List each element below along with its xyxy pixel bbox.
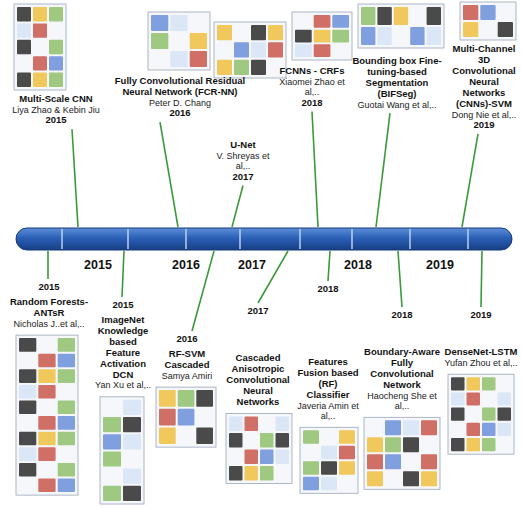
- timeline-entry: 2019DenseNet-LSTMYufan Zhou et al,..: [444, 310, 518, 368]
- author-name: Haocheng She et al,..: [362, 391, 442, 412]
- leader-line: [328, 251, 330, 281]
- leader-line: [481, 251, 482, 307]
- author-name: Yan Xu et al,..: [94, 380, 152, 390]
- timeline-entry: U-NetV. Shreyas et al,..2017: [212, 140, 274, 183]
- axis-year: 2019: [420, 258, 460, 272]
- method-thumbnail: [292, 12, 352, 60]
- method-name: Multi-Channel 3D Convolutional Neural Ne…: [448, 44, 520, 110]
- year-label: 2015: [6, 282, 92, 293]
- method-thumbnail: [156, 387, 216, 447]
- method-name: Fully Convolutional Residual Neural Netw…: [110, 76, 250, 98]
- method-thumbnail: [14, 4, 66, 90]
- author-name: V. Shreyas et al,..: [212, 151, 274, 172]
- method-thumbnail: [226, 414, 292, 484]
- method-thumbnail: [460, 2, 516, 40]
- leader-line: [462, 134, 478, 227]
- author-name: Liya Zhao & Kebin Jiu: [6, 105, 106, 115]
- author-name: Javeria Amin et al,..: [296, 401, 360, 422]
- timeline-entry: Bounding box Fine-tuning-based Segmentat…: [350, 56, 444, 110]
- leader-line: [232, 186, 243, 227]
- axis-year: 2015: [78, 258, 118, 272]
- author-name: Xiaomei Zhao et al,..: [276, 77, 348, 98]
- timeline-entry: Multi-Channel 3D Convolutional Neural Ne…: [448, 44, 520, 131]
- axis-year: 2016: [166, 258, 206, 272]
- method-name: ImageNet Knowledge based Feature Activat…: [94, 315, 152, 381]
- method-thumbnail: [214, 22, 286, 78]
- leader-line: [312, 112, 318, 227]
- timeline-entry: 2017Cascaded Anisotropic Convolutional N…: [222, 306, 294, 408]
- year-label: 2018: [362, 310, 442, 321]
- method-name: RF-SVM Cascaded: [154, 349, 220, 371]
- timeline-entry: FCNNs - CRFsXiaomei Zhao et al,..2018: [276, 66, 348, 109]
- author-name: Guotai Wang et al,..: [350, 100, 444, 110]
- timeline-entry: Multi-Scale CNNLiya Zhao & Kebin Jiu2015: [6, 94, 106, 126]
- timeline-entry: Fully Convolutional Residual Neural Netw…: [110, 76, 250, 119]
- year-label: 2018: [296, 284, 360, 295]
- method-name: Features Fusion based (RF) Classifier: [296, 357, 360, 401]
- method-thumbnail: [300, 427, 358, 493]
- timeline-bar: [16, 228, 512, 250]
- leader-line: [72, 129, 78, 227]
- leader-line: [47, 251, 49, 279]
- method-name: Random Forests- ANTsR: [6, 297, 92, 319]
- author-name: Peter D. Chang: [110, 98, 250, 108]
- method-thumbnail: [448, 374, 514, 454]
- timeline-entry: 2015Random Forests- ANTsRNicholas J..et …: [6, 282, 92, 329]
- year-label: 2015: [94, 300, 152, 311]
- method-thumbnail: [364, 417, 440, 489]
- year-label: 2016: [110, 108, 250, 119]
- leader-line: [122, 251, 124, 297]
- year-label: 2015: [6, 115, 106, 126]
- leader-line: [160, 122, 178, 227]
- year-label: 2018: [276, 98, 348, 109]
- method-name: Bounding box Fine-tuning-based Segmentat…: [350, 56, 444, 100]
- year-label: 2017: [212, 172, 274, 183]
- year-label: 2019: [448, 120, 520, 131]
- author-name: Nicholas J..et al,..: [6, 319, 92, 329]
- axis-year: 2017: [232, 258, 272, 272]
- method-name: FCNNs - CRFs: [276, 66, 348, 77]
- method-thumbnail: [148, 12, 210, 70]
- year-label: 2017: [222, 306, 294, 317]
- method-thumbnail: [358, 4, 444, 48]
- leader-line: [398, 251, 402, 307]
- leader-line: [376, 113, 390, 227]
- year-label: 2016: [154, 334, 220, 345]
- year-label: 2019: [444, 310, 518, 321]
- timeline-entry: 2018Features Fusion based (RF) Classifie…: [296, 284, 360, 421]
- axis-year: 2018: [338, 258, 378, 272]
- method-name: U-Net: [212, 140, 274, 151]
- method-name: Multi-Scale CNN: [6, 94, 106, 105]
- author-name: Yufan Zhou et al,..: [444, 358, 518, 368]
- author-name: Samya Amiri: [154, 371, 220, 381]
- timeline-entry: 2015ImageNet Knowledge based Feature Act…: [94, 300, 152, 391]
- author-name: Dong Nie et al,..: [448, 110, 520, 120]
- bar-segment-lines: [62, 229, 468, 249]
- method-thumbnail: [16, 335, 78, 495]
- timeline-entry: 2018Boundary-Aware Fully Convolutional N…: [362, 310, 442, 411]
- method-name: Cascaded Anisotropic Convolutional Neura…: [222, 353, 294, 408]
- method-thumbnail: [100, 397, 144, 504]
- method-name: Boundary-Aware Fully Convolutional Netwo…: [362, 347, 442, 391]
- timeline-entry: 2016RF-SVM CascadedSamya Amiri: [154, 334, 220, 381]
- method-name: DenseNet-LSTM: [444, 347, 518, 358]
